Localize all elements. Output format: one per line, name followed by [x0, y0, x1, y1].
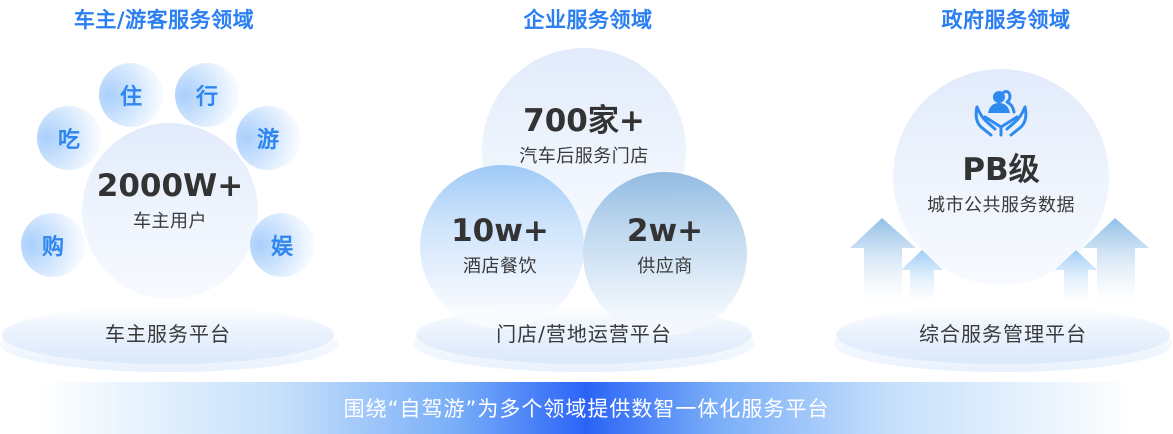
hands-holding-people-icon — [971, 87, 1031, 143]
bubble-travel: 行 — [175, 63, 239, 127]
circle-city-data: PB级 城市公共服务数据 — [893, 69, 1109, 285]
stat-value-owner-users: 2000W+ — [96, 167, 244, 204]
bubble-tour: 游 — [236, 106, 300, 170]
bubble-eat: 吃 — [37, 106, 101, 170]
banner-text: 围绕“自驾游”为多个领域提供数智一体化服务平台 — [343, 397, 830, 421]
stat-label-owner-users: 车主用户 — [133, 211, 207, 233]
circle-suppliers — [583, 172, 747, 336]
bubble-shop: 购 — [21, 213, 85, 277]
arrow-up-icon — [1083, 218, 1149, 306]
section-title-government: 政府服务领域 — [941, 8, 1071, 32]
stat-value-suppliers: 2w+ — [626, 213, 704, 249]
arrow-up-icon — [850, 218, 916, 306]
center-circle-owner-users: 2000W+ 车主用户 — [82, 123, 258, 299]
stat-label-hotel-dining: 酒店餐饮 — [463, 256, 537, 278]
platform-label-enterprise: 门店/营地运营平台 — [496, 322, 672, 346]
bottom-banner: 围绕“自驾游”为多个领域提供数智一体化服务平台 — [40, 382, 1133, 434]
section-title-owner-tourist: 车主/游客服务领域 — [73, 8, 255, 32]
arrow-up-icon — [1055, 250, 1097, 306]
platform-label-government: 综合服务管理平台 — [919, 322, 1087, 346]
stat-hotel-dining: 10w+ 酒店餐饮 — [430, 214, 570, 278]
circle-hotel-dining — [420, 165, 584, 329]
stat-suppliers: 2w+ 供应商 — [595, 214, 735, 278]
stat-value-hotel-dining: 10w+ — [451, 213, 549, 249]
bubble-entertainment: 娱 — [250, 213, 314, 277]
stat-label-auto-stores: 汽车后服务门店 — [519, 146, 649, 168]
stat-value-auto-stores: 700家+ — [523, 103, 645, 139]
platform-base — [2, 306, 334, 364]
stat-value-city-data: PB级 — [962, 152, 1040, 188]
arrow-up-icon — [901, 250, 943, 306]
platform-label-owner: 车主服务平台 — [105, 322, 231, 346]
section-title-enterprise: 企业服务领域 — [523, 8, 653, 32]
stat-label-city-data: 城市公共服务数据 — [927, 195, 1075, 217]
bubble-stay: 住 — [99, 63, 163, 127]
stat-label-suppliers: 供应商 — [637, 256, 693, 278]
platform-base — [836, 306, 1170, 364]
